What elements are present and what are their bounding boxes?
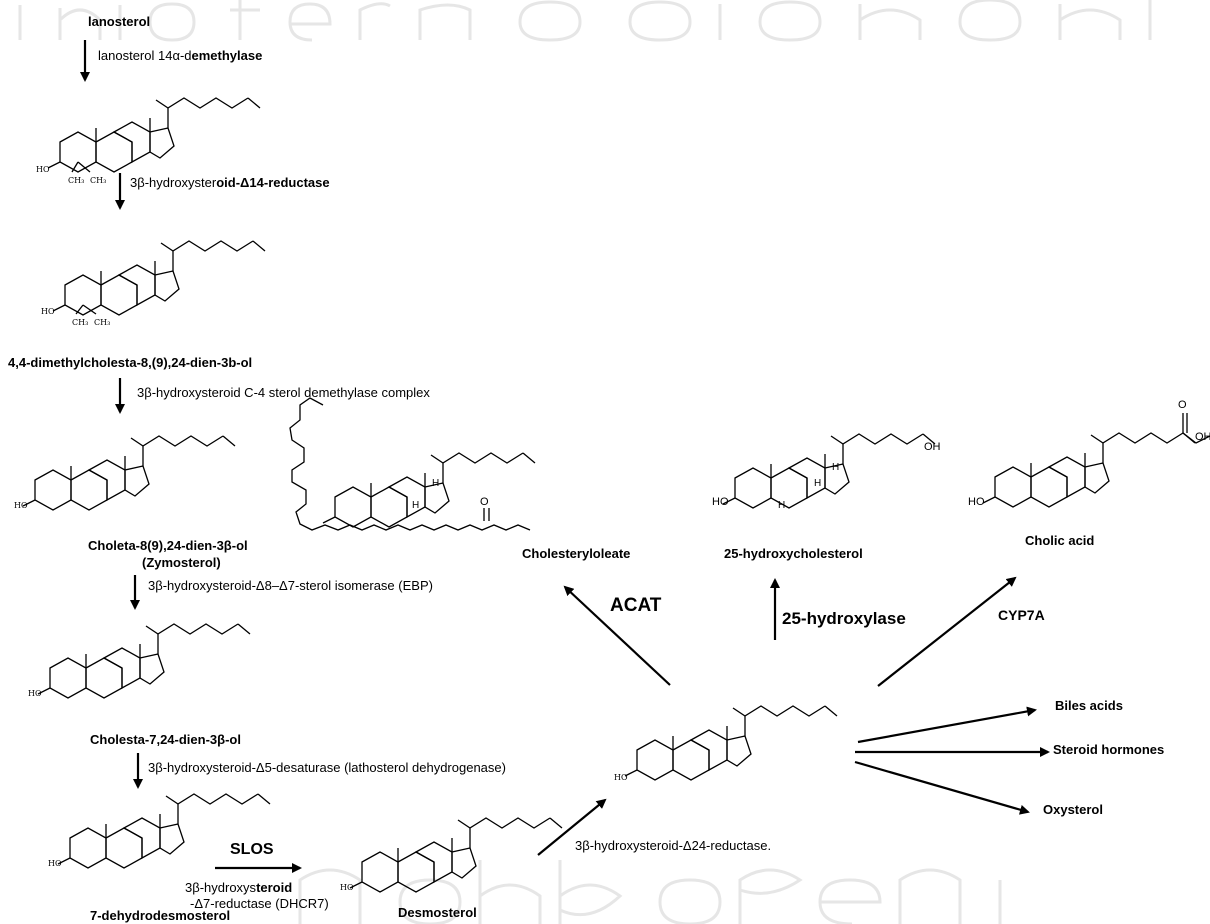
atom-oh-8: OH xyxy=(924,441,941,453)
atom-ho-6: HO xyxy=(340,883,354,892)
atom-ch3-1b: CH₃ xyxy=(90,176,106,185)
atom-oh-9: OH xyxy=(1195,431,1210,443)
atom-ch3-2b: CH₃ xyxy=(94,318,110,327)
atom-h-d: H xyxy=(432,478,439,489)
atom-ho-2: HO xyxy=(41,307,55,316)
label-dimethylcholesta: 4,4-dimethylcholesta-8,(9),24-dien-3b-ol xyxy=(8,355,252,370)
enzyme-cyp7a: CYP7A xyxy=(998,607,1045,623)
atom-ch3-2a: CH₃ xyxy=(72,318,88,327)
enzyme-dhcr7-line2: -Δ7-reductase (DHCR7) xyxy=(190,896,329,911)
label-cholic-acid: Cholic acid xyxy=(1025,533,1094,548)
atom-ho-4: HO xyxy=(28,689,42,698)
enzyme-delta14-reductase: 3β-hydroxysteroid-Δ14-reductase xyxy=(130,175,330,190)
label-25-hydroxycholesterol: 25-hydroxycholesterol xyxy=(724,546,863,561)
atom-labels: HO CH₃ CH₃ HO CH₃ CH₃ HO HO HO HO HO HO … xyxy=(14,165,1210,892)
label-biles-acids: Biles acids xyxy=(1055,698,1123,713)
atom-h-c: H xyxy=(778,500,785,511)
structure-desmosterol xyxy=(349,817,563,893)
atom-ch3-1a: CH₃ xyxy=(68,176,84,185)
pathway-arrows xyxy=(80,40,1050,873)
structure-zymosterol xyxy=(22,435,236,511)
atom-o-oleate: O xyxy=(480,496,489,508)
label-oxysterol: Oxysterol xyxy=(1043,802,1103,817)
structure-cholic-acid xyxy=(982,432,1196,508)
label-desmosterol: Desmosterol xyxy=(398,905,477,920)
enzyme-acat: ACAT xyxy=(610,595,662,616)
enzyme-delta5-desaturase: 3β-hydroxysteroid-Δ5-desaturase (lathost… xyxy=(148,760,506,775)
enzyme-lanosterol-demethylase: lanosterol 14α-demethylase xyxy=(98,48,262,63)
label-lanosterol: lanosterol xyxy=(88,14,150,29)
arrow-oxysterol xyxy=(854,760,1030,815)
atom-ho-8: HO xyxy=(712,496,729,508)
arrow-cyp7a xyxy=(877,576,1017,687)
structure-cholesta-7-24 xyxy=(37,623,251,699)
arrow-biles-acids xyxy=(857,706,1037,744)
structure-cholesterol xyxy=(624,705,838,781)
structure-step2 xyxy=(52,240,266,316)
arrow-dhcr24 xyxy=(537,798,607,856)
label-zymosterol-2: (Zymosterol) xyxy=(142,555,221,570)
atom-ho-5: HO xyxy=(48,859,62,868)
atom-h-b: H xyxy=(814,478,821,489)
label-cholesta-7-24: Cholesta-7,24-dien-3β-ol xyxy=(90,732,241,747)
watermark xyxy=(18,0,1152,924)
structure-step1 xyxy=(47,97,261,173)
enzyme-c4-demethylase: 3β-hydroxysteroid C-4 sterol demethylase… xyxy=(137,385,430,400)
atom-ho-7: HO xyxy=(614,773,628,782)
enzyme-ebp: 3β-hydroxysteroid-Δ8–Δ7-sterol isomerase… xyxy=(148,578,433,593)
enzyme-dhcr24: 3β-hydroxysteroid-Δ24-reductase. xyxy=(575,838,771,853)
enzyme-dhcr7-line1: 3β-hydroxysteroid xyxy=(185,880,292,895)
atom-ho-1: HO xyxy=(36,165,50,174)
atom-h-e: H xyxy=(412,500,419,511)
label-steroid-hormones: Steroid hormones xyxy=(1053,742,1164,757)
enzyme-labels: lanosterol 14α-demethylase 3β-hydroxyste… xyxy=(98,48,1045,911)
atom-o-9: O xyxy=(1178,399,1187,411)
atom-h-a: H xyxy=(832,462,839,473)
label-7-dehydrodesmosterol: 7-dehydrodesmosterol xyxy=(90,908,230,923)
label-slos: SLOS xyxy=(230,841,274,858)
label-zymosterol-1: Choleta-8(9),24-dien-3β-ol xyxy=(88,538,248,553)
compound-labels: lanosterol 4,4-dimethylcholesta-8,(9),24… xyxy=(8,14,1164,923)
structures xyxy=(22,97,1210,893)
atom-ho-3: HO xyxy=(14,501,28,510)
structure-cholesteryloleate xyxy=(322,452,536,528)
atom-ho-9: HO xyxy=(968,496,985,508)
enzyme-25-hydroxylase: 25-hydroxylase xyxy=(782,609,906,628)
label-cholesteryloleate: Cholesteryloleate xyxy=(522,546,630,561)
arrow-acat xyxy=(563,585,671,686)
structure-25-hydroxycholesterol xyxy=(722,433,936,509)
